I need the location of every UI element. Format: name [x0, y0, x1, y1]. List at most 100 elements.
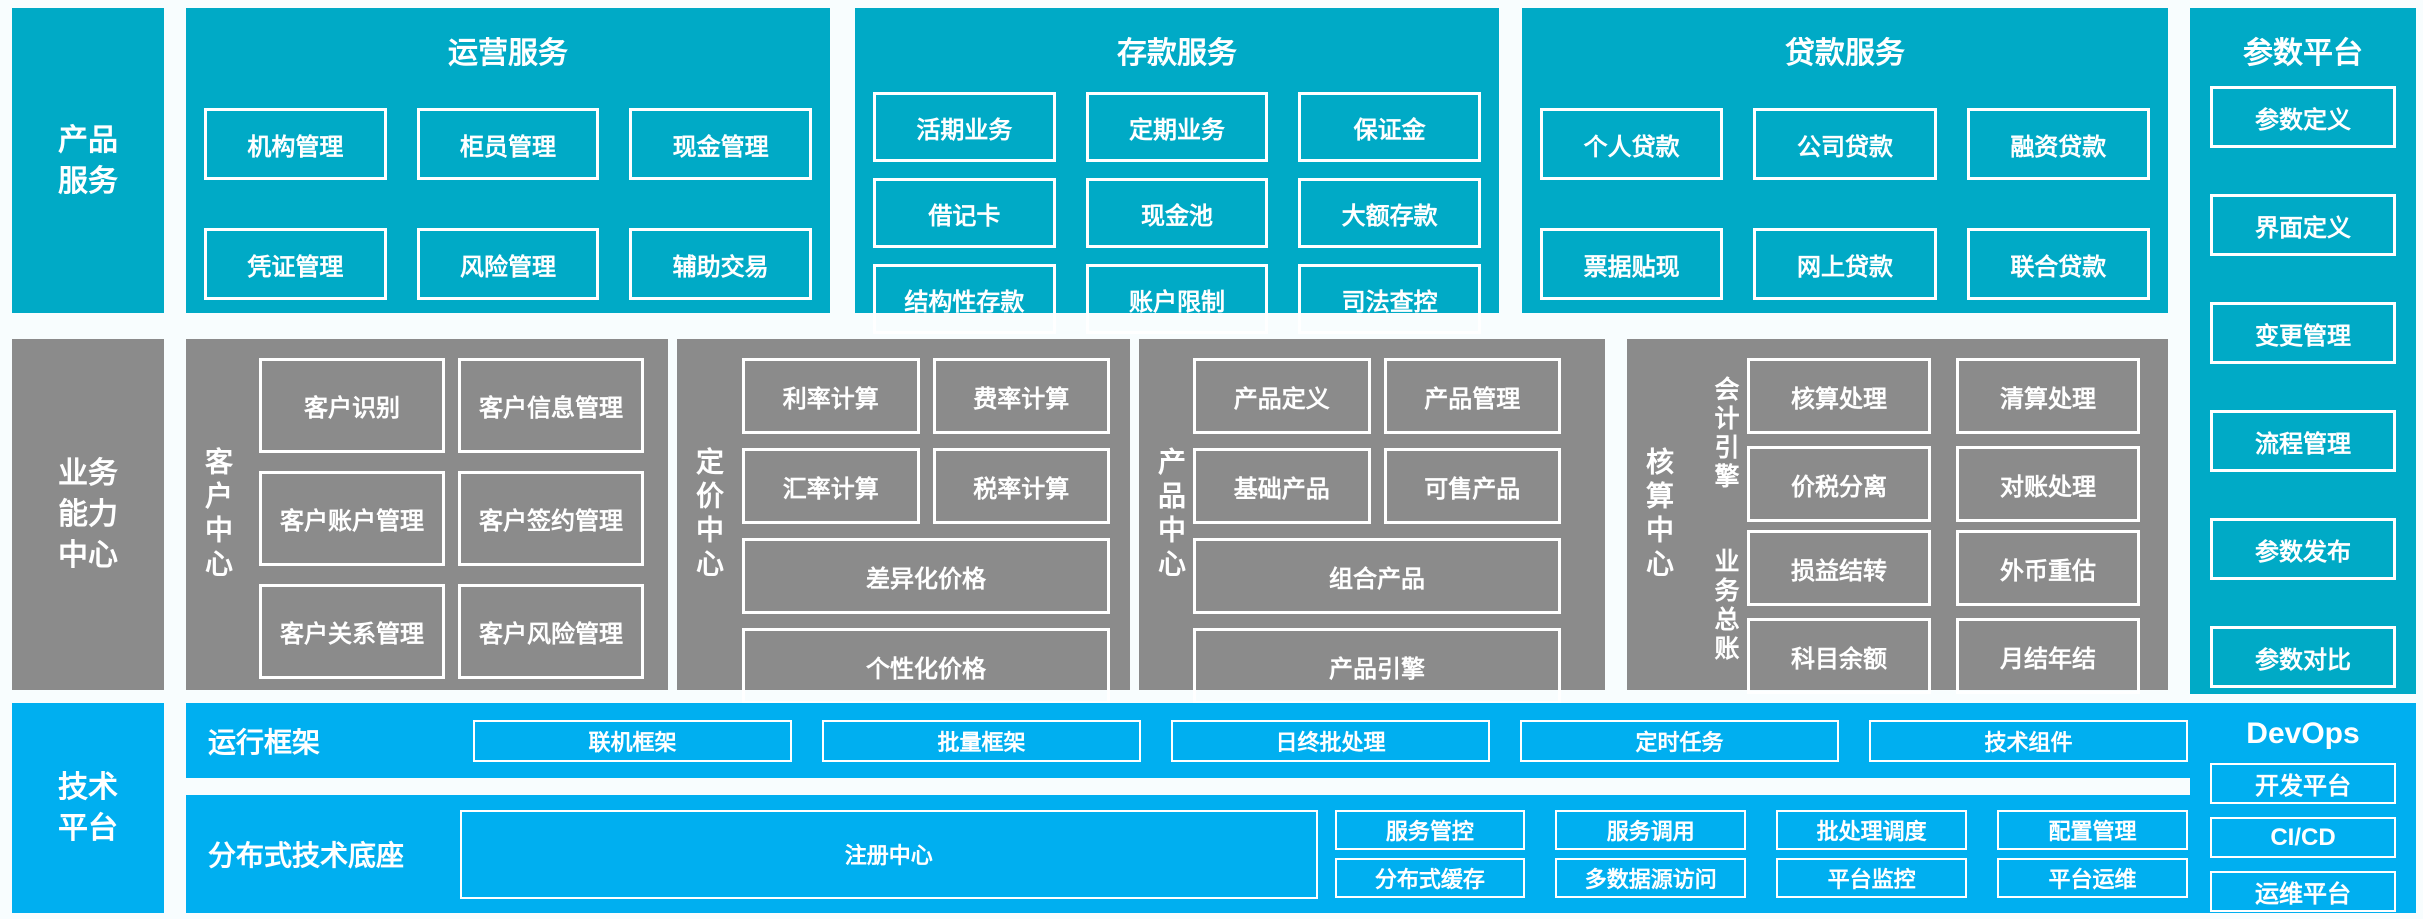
box-online-loan: 网上贷款 — [1753, 228, 1937, 300]
box-bill-discount: 票据贴现 — [1540, 228, 1724, 300]
customer-center-grid: 客户识别 客户信息管理 客户账户管理 客户签约管理 客户关系管理 客户风险管理 — [259, 358, 644, 679]
box-corporate-loan: 公司贷款 — [1753, 108, 1937, 180]
box-joint-loan: 联合贷款 — [1966, 228, 2150, 300]
sidebar-tech-platform: 技术 平台 — [12, 703, 164, 913]
box-product-management: 产品管理 — [1383, 358, 1561, 434]
box-personalized-pricing: 个性化价格 — [742, 628, 1110, 704]
box-customer-account-management: 客户账户管理 — [259, 471, 445, 566]
box-term-business: 定期业务 — [1085, 92, 1269, 162]
pricing-center-label: 定价中心 — [693, 446, 724, 583]
section-loan-services: 贷款服务 个人贷款 公司贷款 融资贷款 票据贴现 网上贷款 联合贷款 — [1522, 8, 2168, 313]
box-customer-identify: 客户识别 — [259, 358, 445, 453]
section-pricing-center: 定价中心 利率计算 费率计算 汇率计算 税率计算 差异化价格 个性化价格 — [677, 339, 1130, 704]
box-teller-management: 柜员管理 — [416, 108, 600, 180]
box-fee-calc: 费率计算 — [932, 358, 1110, 434]
box-large-deposit: 大额存款 — [1298, 178, 1481, 248]
box-batch-framework: 批量框架 — [822, 719, 1141, 762]
box-personal-loan: 个人贷款 — [1540, 108, 1724, 180]
sidebar-line: 技术 — [58, 771, 118, 804]
box-exchange-calc: 汇率计算 — [742, 448, 920, 524]
sidebar-product-services-label: 产品 服务 — [12, 8, 164, 313]
box-pnl-carryover: 损益结转 — [1747, 530, 1931, 606]
section-operation-services: 运营服务 机构管理 柜员管理 现金管理 凭证管理 风险管理 辅助交易 — [186, 8, 830, 313]
box-sellable-product: 可售产品 — [1383, 448, 1561, 524]
box-margin-deposit: 保证金 — [1298, 92, 1481, 162]
box-ops-platform: 运维平台 — [2210, 871, 2396, 912]
box-price-tax-separation: 价税分离 — [1747, 446, 1931, 522]
section-parameter-platform: 参数平台 参数定义 界面定义 变更管理 流程管理 参数发布 参数对比 — [2190, 8, 2416, 694]
sidebar-business-capability: 业务 能力 中心 — [12, 339, 164, 690]
box-clearing-process: 清算处理 — [1956, 358, 2140, 434]
box-auxiliary-trade: 辅助交易 — [629, 228, 812, 300]
loan-services-grid: 个人贷款 公司贷款 融资贷款 票据贴现 网上贷款 联合贷款 — [1522, 72, 2168, 300]
box-param-definition: 参数定义 — [2210, 86, 2396, 148]
customer-center-label: 客户中心 — [202, 446, 233, 583]
box-month-year-end: 月结年结 — [1956, 618, 2140, 694]
box-cicd: CI/CD — [2210, 817, 2396, 858]
product-center-grid: 产品定义 产品管理 基础产品 可售产品 组合产品 产品引擎 — [1193, 358, 1561, 704]
box-interest-calc: 利率计算 — [742, 358, 920, 434]
section-accounting-center: 核算中心 会计引擎 核算处理 清算处理 价税分离 对账处理 业务总账 损益结转 … — [1627, 339, 2168, 694]
band-distributed-base: 分布式技术底座 注册中心 服务管控 服务调用 批处理调度 配置管理 分布式缓存 … — [186, 795, 2208, 913]
sidebar-line: 平台 — [58, 812, 118, 845]
box-service-invoke: 服务调用 — [1555, 810, 1747, 850]
box-subject-balance: 科目余额 — [1747, 618, 1931, 694]
box-process-management: 流程管理 — [2210, 410, 2396, 472]
business-ledger-group: 业务总账 损益结转 外币重估 科目余额 月结年结 — [1703, 530, 2140, 694]
box-customer-relation-management: 客户关系管理 — [259, 584, 445, 679]
box-eod-batch: 日终批处理 — [1171, 719, 1490, 762]
deposit-services-grid: 活期业务 定期业务 保证金 借记卡 现金池 大额存款 结构性存款 账户限制 司法… — [855, 72, 1499, 334]
accounting-engine-label: 会计引擎 — [1711, 376, 1739, 492]
box-tax-calc: 税率计算 — [932, 448, 1110, 524]
box-config-management: 配置管理 — [1997, 810, 2188, 850]
box-param-release: 参数发布 — [2210, 518, 2396, 580]
operation-services-grid: 机构管理 柜员管理 现金管理 凭证管理 风险管理 辅助交易 — [186, 72, 830, 300]
box-platform-ops: 平台运维 — [1997, 858, 2188, 898]
box-product-engine: 产品引擎 — [1193, 628, 1561, 704]
sidebar-line: 服务 — [58, 164, 118, 198]
box-tech-component: 技术组件 — [1869, 719, 2188, 762]
box-cash-management: 现金管理 — [629, 108, 812, 180]
box-online-framework: 联机框架 — [473, 719, 792, 762]
business-ledger-label: 业务总账 — [1711, 548, 1739, 664]
box-param-compare: 参数对比 — [2210, 626, 2396, 688]
product-center-label: 产品中心 — [1155, 446, 1186, 583]
box-change-management: 变更管理 — [2210, 302, 2396, 364]
box-customer-risk-management: 客户风险管理 — [458, 584, 644, 679]
section-title: 参数平台 — [2243, 37, 2363, 70]
box-customer-contract-management: 客户签约管理 — [458, 471, 644, 566]
box-reconciliation-process: 对账处理 — [1956, 446, 2140, 522]
parameter-platform-list: 参数定义 界面定义 变更管理 流程管理 参数发布 参数对比 — [2190, 72, 2416, 688]
box-basic-product: 基础产品 — [1193, 448, 1371, 524]
business-ledger-grid: 损益结转 外币重估 科目余额 月结年结 — [1747, 530, 2140, 694]
sidebar-business-capability-label: 业务 能力 中心 — [12, 339, 164, 690]
sidebar-line: 业务 — [58, 457, 118, 490]
box-judicial-inquiry: 司法查控 — [1298, 264, 1481, 334]
accounting-engine-grid: 核算处理 清算处理 价税分离 对账处理 — [1747, 358, 2140, 522]
box-service-control: 服务管控 — [1334, 810, 1526, 850]
box-batch-schedule: 批处理调度 — [1776, 810, 1968, 850]
accounting-engine-group: 会计引擎 核算处理 清算处理 价税分离 对账处理 — [1703, 358, 2140, 522]
box-timed-task: 定时任务 — [1520, 719, 1839, 762]
box-fx-revaluation: 外币重估 — [1956, 530, 2140, 606]
devops-title: DevOps — [2246, 717, 2360, 750]
box-dev-platform: 开发平台 — [2210, 763, 2396, 804]
sidebar-line: 产品 — [58, 123, 118, 157]
box-distributed-cache: 分布式缓存 — [1334, 858, 1526, 898]
box-account-restriction: 账户限制 — [1085, 264, 1269, 334]
box-portfolio-product: 组合产品 — [1193, 538, 1561, 614]
distributed-base-grid: 服务管控 服务调用 批处理调度 配置管理 分布式缓存 多数据源访问 平台监控 平… — [1334, 810, 2188, 898]
box-voucher-management: 凭证管理 — [204, 228, 387, 300]
box-product-definition: 产品定义 — [1193, 358, 1371, 434]
box-registry-center: 注册中心 — [460, 809, 1318, 899]
sidebar-line: 能力 — [58, 498, 118, 531]
box-platform-monitor: 平台监控 — [1776, 858, 1968, 898]
box-institution-management: 机构管理 — [204, 108, 387, 180]
box-accounting-process: 核算处理 — [1747, 358, 1931, 434]
box-debit-card: 借记卡 — [873, 178, 1056, 248]
section-deposit-services: 存款服务 活期业务 定期业务 保证金 借记卡 现金池 大额存款 结构性存款 账户… — [855, 8, 1499, 334]
box-risk-management: 风险管理 — [416, 228, 600, 300]
box-cash-pool: 现金池 — [1085, 178, 1269, 248]
distributed-base-label: 分布式技术底座 — [208, 840, 405, 871]
